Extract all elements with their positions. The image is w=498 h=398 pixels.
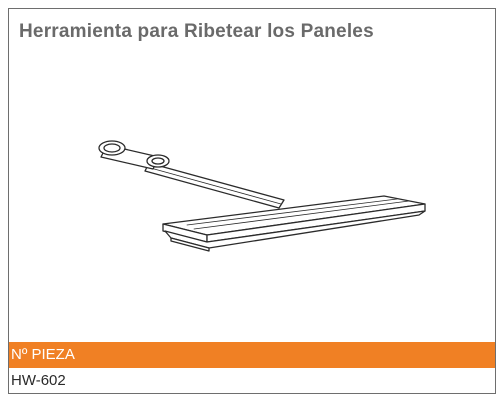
product-title: Herramienta para Ribetear los Paneles <box>19 21 374 42</box>
part-number-value: HW-602 <box>11 372 66 389</box>
product-card: Herramienta para Ribetear los Paneles Nº… <box>8 8 496 394</box>
part-number-label: Nº PIEZA <box>9 342 495 368</box>
panel-hemming-tool-icon <box>98 140 426 252</box>
